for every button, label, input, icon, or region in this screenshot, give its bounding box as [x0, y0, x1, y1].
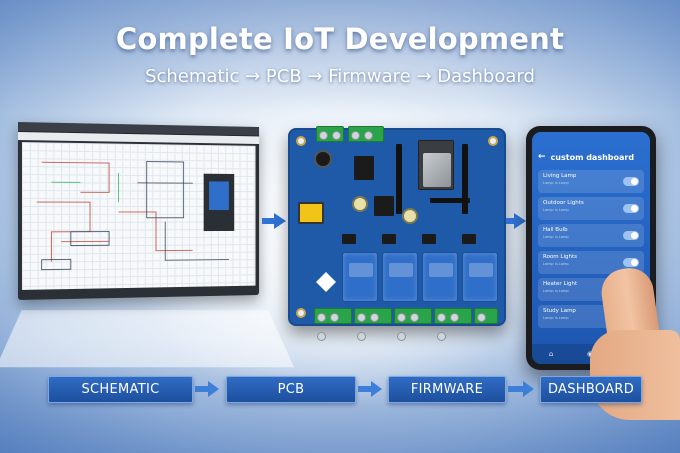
- app-title: custom dashboard: [551, 153, 635, 162]
- regulator-chip: [354, 156, 374, 180]
- output-terminal: [314, 308, 352, 324]
- esp32-module: [418, 140, 454, 190]
- device-card[interactable]: Hall Bulb Lamp: is Lamp: [538, 224, 644, 247]
- relay-2: [382, 252, 418, 302]
- step-arrow: [523, 381, 534, 397]
- mount-hole: [296, 136, 306, 146]
- device-toggle[interactable]: [623, 177, 639, 186]
- device-toggle[interactable]: [623, 258, 639, 267]
- back-arrow-icon[interactable]: ←: [538, 152, 546, 162]
- esp32-shield: [423, 153, 451, 187]
- step-firmware: FIRMWARE: [388, 376, 506, 403]
- device-toggle[interactable]: [623, 204, 639, 213]
- step-arrow-shaft: [508, 386, 524, 392]
- schematic-canvas: [22, 142, 256, 290]
- power-terminal: [316, 126, 344, 142]
- device-toggle[interactable]: [623, 231, 639, 240]
- relay-1: [342, 252, 378, 302]
- device-card[interactable]: Outdoor Lights Lamp: is Lamp: [538, 197, 644, 220]
- pin-header: [430, 198, 470, 203]
- schematic-drawing: [22, 142, 256, 290]
- step-arrow: [371, 381, 382, 397]
- flow-arrow-1: [274, 213, 286, 229]
- capacitor: [352, 196, 368, 212]
- device-card[interactable]: Living Lamp Lamp: is Lamp: [538, 170, 644, 193]
- output-terminal: [434, 308, 472, 324]
- pin-header: [462, 144, 468, 214]
- step-pcb: PCB: [226, 376, 356, 403]
- mount-hole: [296, 308, 306, 318]
- step-arrow-shaft: [358, 386, 372, 392]
- step-arrow-shaft: [195, 386, 209, 392]
- inductor: [374, 196, 394, 216]
- app-header: ← custom dashboard: [532, 144, 650, 170]
- page-title: Complete IoT Development: [0, 22, 680, 56]
- mount-hole: [488, 136, 498, 146]
- output-terminal: [474, 308, 498, 324]
- power-terminal: [348, 126, 384, 142]
- capacitor: [402, 208, 418, 224]
- hand: [590, 330, 680, 420]
- transistor: [342, 234, 356, 244]
- step-schematic: SCHEMATIC: [48, 376, 193, 403]
- pcb-board: [288, 128, 506, 326]
- output-terminal: [354, 308, 392, 324]
- relay-4: [462, 252, 498, 302]
- home-icon[interactable]: ⌂: [549, 350, 553, 358]
- pin-header: [396, 144, 402, 214]
- transformer: [298, 202, 324, 224]
- step-arrow: [208, 381, 219, 397]
- capacitor: [314, 150, 332, 168]
- relay-3: [422, 252, 458, 302]
- transistor: [422, 234, 436, 244]
- output-terminal: [394, 308, 432, 324]
- transistor: [382, 234, 396, 244]
- page-subtitle: Schematic → PCB → Firmware → Dashboard: [0, 66, 680, 87]
- transistor: [462, 234, 476, 244]
- schematic-paper: [0, 310, 294, 367]
- schematic-monitor: [18, 122, 259, 300]
- step-dashboard: DASHBOARD: [540, 376, 642, 403]
- pcb-logo-icon: [316, 272, 336, 292]
- flow-arrow-shaft-1: [262, 218, 274, 224]
- flow-arrow-2: [514, 213, 526, 229]
